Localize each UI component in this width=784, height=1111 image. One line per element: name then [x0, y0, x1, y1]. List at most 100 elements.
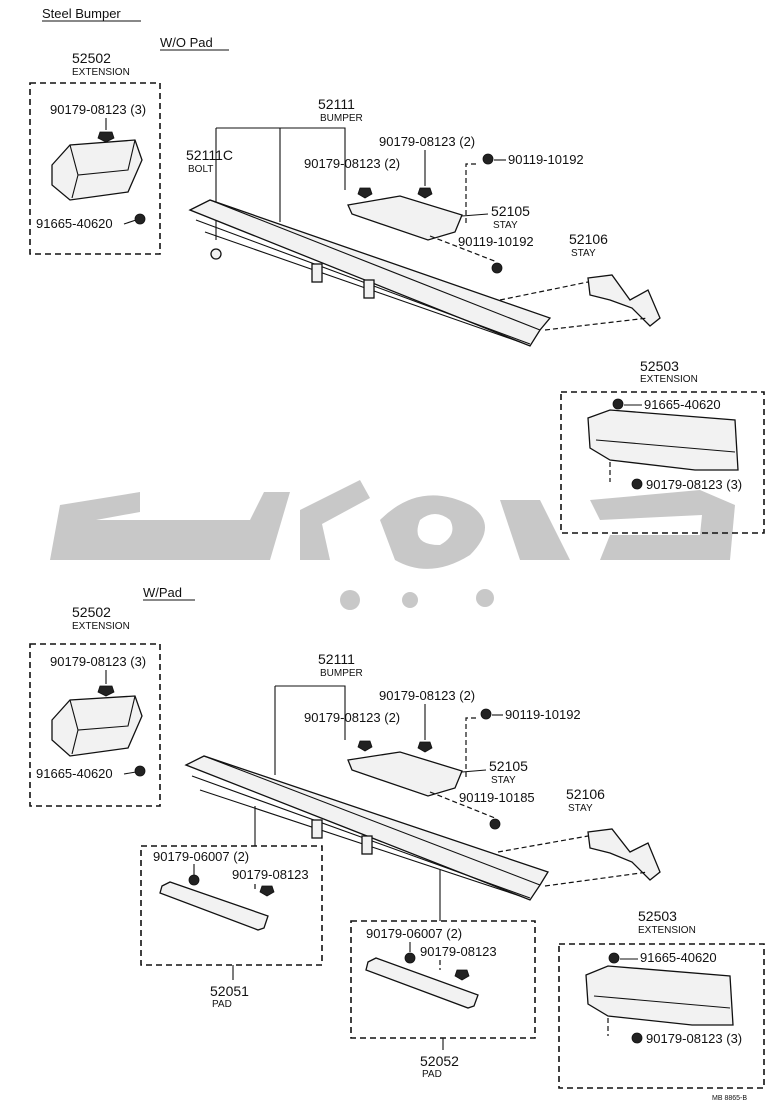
- bottom-ext-right-nut-label: 90179-08123 (3): [646, 1031, 742, 1046]
- bottom-stay-left-name: STAY: [491, 775, 516, 786]
- bottom-nut-a-label: 90179-08123 (2): [304, 710, 400, 725]
- top-bolt-name: BOLT: [188, 164, 213, 175]
- nut-icon: [357, 187, 373, 199]
- clip-icon: [188, 874, 200, 886]
- bracket: [311, 819, 323, 839]
- bolt-icon: [134, 213, 146, 225]
- nut-icon: [417, 741, 433, 753]
- watermark-logo: [50, 480, 735, 610]
- top-ext-left-name: EXTENSION: [72, 67, 130, 78]
- left-extension-part: [51, 695, 143, 757]
- left-extension-edges: [69, 139, 136, 199]
- bottom-ext-right-number: 52503: [638, 908, 677, 924]
- top-ext-right-bolt-label: 91665-40620: [644, 397, 721, 412]
- right-extension-part: [585, 965, 734, 1026]
- without-pad-heading: W/O Pad: [160, 35, 213, 50]
- nut-icon: [631, 478, 643, 490]
- bracket: [311, 263, 323, 283]
- bottom-pad-right-number: 52052: [420, 1053, 459, 1069]
- bottom-right-extension-box: [558, 943, 765, 1089]
- left-pad-part: [159, 881, 269, 931]
- top-nut-b-label: 90179-08123 (2): [379, 134, 475, 149]
- top-nut-a-label: 90179-08123 (2): [304, 156, 400, 171]
- left-extension-part: [51, 139, 143, 201]
- steel-bumper-heading: Steel Bumper: [42, 6, 121, 21]
- bolt-icon: [482, 153, 494, 165]
- bottom-stay-left-number: 52105: [489, 758, 528, 774]
- top-ext-left-bolt-label: 91665-40620: [36, 216, 113, 231]
- nut-icon: [97, 685, 115, 697]
- bolt-icon: [134, 765, 146, 777]
- clip-icon: [404, 952, 416, 964]
- nut-icon: [631, 1032, 643, 1044]
- bottom-stay-right-name: STAY: [568, 803, 593, 814]
- bottom-nut-b-label: 90179-08123 (2): [379, 688, 475, 703]
- top-ext-right-name: EXTENSION: [640, 374, 698, 385]
- bolt-icon: [608, 952, 620, 964]
- footer-code: MB 8865-B: [712, 1095, 747, 1102]
- top-stay-right-name: STAY: [571, 248, 596, 259]
- bottom-pad-left-name: PAD: [212, 999, 232, 1010]
- bottom-stay-right-number: 52106: [566, 786, 605, 802]
- top-left-extension-box: [29, 82, 161, 255]
- dashed-guide: [429, 791, 496, 819]
- bottom-bumper-leaders: [274, 685, 346, 775]
- bottom-pad-left-nut-label: 90179-08123: [232, 867, 309, 882]
- bottom-bumper-name: BUMPER: [320, 668, 363, 679]
- bottom-right-stay-part: [587, 828, 661, 881]
- right-pad-part: [365, 957, 479, 1009]
- bottom-left-pad-box: [140, 845, 323, 966]
- bottom-pad-right-nut-label: 90179-08123: [420, 944, 497, 959]
- bolt-icon: [480, 708, 492, 720]
- nut-icon: [417, 187, 433, 199]
- nut-icon: [259, 885, 275, 897]
- dashed-guide: [429, 235, 498, 263]
- top-bolt-top-label: 90119-10192: [508, 152, 584, 167]
- left-extension-edges: [69, 695, 136, 755]
- bottom-pad-right-name: PAD: [422, 1069, 442, 1080]
- bracket: [363, 279, 375, 299]
- bracket: [361, 835, 373, 855]
- with-pad-heading: W/Pad: [143, 585, 182, 600]
- top-right-extension-box: [560, 391, 765, 534]
- bolt-icon: [489, 818, 501, 830]
- top-bolt-mid-label: 90119-10192: [458, 234, 534, 249]
- top-stay-left-name: STAY: [493, 220, 518, 231]
- top-bumper-number: 52111: [318, 96, 355, 112]
- right-extension-part: [587, 409, 739, 471]
- bottom-ext-right-name: EXTENSION: [638, 925, 696, 936]
- bolt-icon: [210, 248, 222, 260]
- bottom-pad-left-clip-label: 90179-06007 (2): [153, 849, 249, 864]
- top-ext-right-nut-label: 90179-08123 (3): [646, 477, 742, 492]
- bottom-ext-right-bolt-label: 91665-40620: [640, 950, 717, 965]
- top-left-stay-part: [347, 195, 463, 241]
- top-ext-left-number: 52502: [72, 50, 111, 66]
- bottom-bumper-number: 52111: [318, 651, 355, 667]
- leader: [123, 771, 137, 775]
- right-extension-edge: [593, 995, 731, 1009]
- top-stay-right-number: 52106: [569, 231, 608, 247]
- bolt-icon: [612, 398, 624, 410]
- dashed-guide: [497, 835, 649, 887]
- bottom-ext-left-bolt-label: 91665-40620: [36, 766, 113, 781]
- dashed-guide: [499, 281, 649, 331]
- bottom-pad-left-number: 52051: [210, 983, 249, 999]
- top-bolt-number: 52111C: [186, 147, 233, 163]
- top-ext-right-number: 52503: [640, 358, 679, 374]
- leader: [461, 213, 489, 217]
- bolt-icon: [491, 262, 503, 274]
- leader: [461, 769, 487, 773]
- top-bumper-leaders: [215, 127, 346, 240]
- bottom-ext-left-nut-label: 90179-08123 (3): [50, 654, 146, 669]
- bottom-bolt-top-label: 90119-10192: [505, 707, 581, 722]
- top-bumper-ribs: [195, 199, 541, 345]
- nut-icon: [97, 131, 115, 143]
- dashed-guide: [465, 163, 476, 225]
- top-bumper-name: BUMPER: [320, 113, 363, 124]
- bottom-bolt-mid-label: 90119-10185: [459, 790, 535, 805]
- nut-icon: [357, 740, 373, 752]
- dashed-guide: [465, 717, 476, 780]
- bottom-bumper-ribs: [191, 755, 541, 899]
